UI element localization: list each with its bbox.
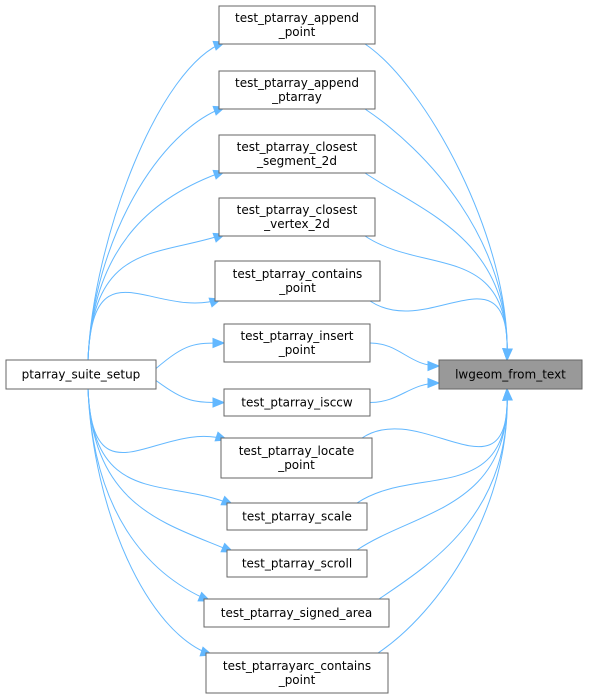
node-label: _vertex_2d — [263, 217, 330, 231]
node-test-ptarray-scale[interactable]: test_ptarray_scale — [226, 502, 368, 531]
edge-test-ptarray-closest-vertex-2d-to-target — [364, 235, 508, 361]
node-box — [226, 502, 368, 531]
node-box — [223, 323, 371, 363]
edge-setup-to-test-ptarray-append-point — [87, 41, 226, 361]
node-lwgeom-from-text[interactable]: lwgeom_from_text — [438, 359, 583, 390]
node-label: _point — [278, 281, 316, 295]
node-test-ptarray-insert-point[interactable]: test_ptarray_insert_point — [223, 323, 371, 363]
node-test-ptarray-append-point[interactable]: test_ptarray_append_point — [218, 5, 376, 45]
node-label: test_ptarray_insert — [240, 329, 353, 343]
edges — [87, 40, 513, 657]
node-label: lwgeom_from_text — [455, 368, 566, 382]
node-box — [226, 549, 368, 578]
edge-setup-to-test-ptarray-scale — [87, 388, 234, 506]
node-test-ptarray-closest-vertex-2d[interactable]: test_ptarray_closest_vertex_2d — [218, 197, 376, 237]
edge-test-ptarray-contains-point-to-target-arrowhead — [502, 348, 513, 362]
edge-test-ptarray-isccw-to-target-arrowhead — [427, 377, 441, 389]
edge-setup-to-test-ptarrayarc-contains-point — [87, 388, 213, 656]
node-test-ptarray-signed-area[interactable]: test_ptarray_signed_area — [203, 598, 390, 628]
edge-setup-to-test-ptarray-append-ptarray — [87, 106, 226, 361]
node-test-ptarray-contains-point[interactable]: test_ptarray_contains_point — [214, 260, 381, 302]
node-test-ptarray-append-ptarray[interactable]: test_ptarray_append_ptarray — [218, 70, 376, 110]
edge-test-ptarray-signed-area-to-target — [378, 388, 508, 600]
node-label: _ptarray — [271, 90, 322, 104]
node-label: _point — [278, 25, 316, 39]
node-box — [205, 652, 389, 694]
edge-setup-to-test-ptarray-insert-point-arrowhead — [212, 337, 226, 349]
node-box — [220, 437, 373, 479]
edge-setup-to-test-ptarray-closest-vertex-2d — [87, 233, 226, 361]
node-label: test_ptarray_append — [235, 11, 359, 25]
node-label: test_ptarray_closest — [237, 140, 358, 154]
node-test-ptarray-locate-point[interactable]: test_ptarray_locate_point — [220, 437, 373, 479]
edge-test-ptarray-closest-segment-2d-to-target — [364, 172, 508, 361]
node-label: test_ptarray_scroll — [242, 557, 352, 571]
node-box — [218, 70, 376, 110]
node-label: test_ptarray_scale — [242, 510, 352, 524]
node-label: _point — [278, 343, 316, 357]
edge-test-ptarrayarc-contains-point-to-target — [377, 388, 508, 654]
edge-test-ptarray-insert-point-to-target-arrowhead — [427, 360, 441, 372]
node-label: _segment_2d — [256, 154, 337, 168]
node-ptarray-suite-setup[interactable]: ptarray_suite_setup — [5, 359, 157, 390]
node-test-ptarrayarc-contains-point[interactable]: test_ptarrayarc_contains_point — [205, 652, 389, 694]
node-box — [203, 598, 390, 628]
node-label: test_ptarray_isccw — [241, 396, 353, 410]
node-label: _point — [278, 673, 316, 687]
edge-setup-to-test-ptarray-scroll — [87, 388, 234, 553]
node-label: test_ptarray_append — [235, 76, 359, 90]
node-label: _point — [277, 458, 315, 472]
node-label: test_ptarray_closest — [237, 203, 358, 217]
node-label: ptarray_suite_setup — [22, 368, 141, 382]
edge-test-ptarray-append-point-to-target — [364, 43, 508, 361]
node-label: test_ptarray_locate — [239, 444, 355, 458]
node-box — [5, 359, 157, 390]
node-test-ptarray-scroll[interactable]: test_ptarray_scroll — [226, 549, 368, 578]
node-box — [218, 5, 376, 45]
edge-test-ptarray-locate-point-to-target — [361, 388, 508, 448]
edge-test-ptarray-scroll-to-target — [356, 388, 508, 551]
edge-test-ptarrayarc-contains-point-to-target-arrowhead — [502, 387, 513, 401]
node-label: test_ptarray_contains — [233, 267, 363, 281]
edge-setup-to-test-ptarray-contains-point — [87, 291, 222, 361]
node-label: test_ptarrayarc_contains — [223, 659, 371, 673]
nodes: ptarray_suite_setup lwgeom_from_text test_… — [5, 5, 583, 694]
edge-setup-to-test-ptarray-isccw-arrowhead — [212, 397, 226, 408]
edge-test-ptarray-scale-to-target — [356, 388, 508, 504]
edge-setup-to-test-ptarray-signed-area — [87, 388, 211, 602]
node-test-ptarray-closest-segment-2d[interactable]: test_ptarray_closest_segment_2d — [218, 134, 376, 174]
node-test-ptarray-isccw[interactable]: test_ptarray_isccw — [223, 388, 371, 417]
node-box — [218, 197, 376, 237]
node-box — [223, 388, 371, 417]
node-box — [214, 260, 381, 302]
node-label: test_ptarray_signed_area — [221, 606, 372, 620]
edge-setup-to-test-ptarray-locate-point — [87, 388, 228, 453]
edge-test-ptarray-contains-point-to-target — [369, 298, 508, 361]
edge-setup-to-test-ptarray-closest-segment-2d — [87, 170, 226, 361]
node-box — [218, 134, 376, 174]
node-box — [438, 359, 583, 390]
